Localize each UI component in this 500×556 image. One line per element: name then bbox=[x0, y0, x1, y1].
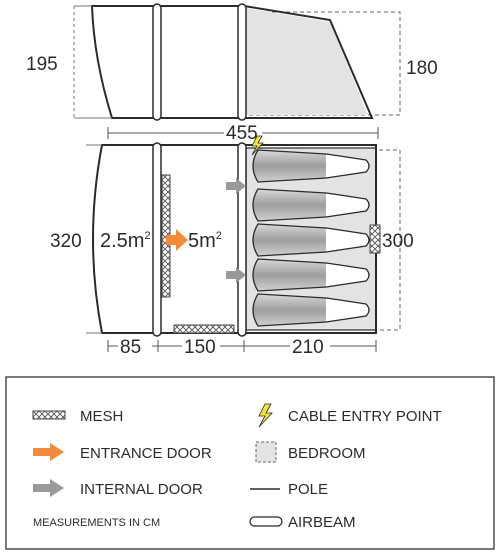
legend-entrance-door: ENTRANCE DOOR bbox=[80, 445, 212, 462]
dim-bedroom-width: 300 bbox=[382, 231, 414, 252]
bedroom-swatch-icon bbox=[255, 441, 277, 463]
internal-door-arrow-upper bbox=[226, 178, 246, 194]
dim-side-height-left: 195 bbox=[26, 54, 58, 75]
legend-internal-door: INTERNAL DOOR bbox=[80, 481, 203, 498]
dim-total-length: 455 bbox=[226, 123, 258, 144]
floor-pole-2 bbox=[237, 142, 247, 337]
dim-side-height-right: 180 bbox=[406, 58, 438, 79]
dim-length-living: 150 bbox=[184, 337, 216, 358]
side-elevation: 195 180 bbox=[26, 3, 438, 121]
floor-plan: 2.5m2 5m2 320 300 85 150 210 bbox=[50, 135, 414, 358]
porch-area-label: 2.5m2 bbox=[100, 230, 151, 252]
sleeping-bag bbox=[252, 293, 339, 327]
mesh-panel-right bbox=[369, 224, 381, 254]
sleeping-bags bbox=[252, 149, 370, 327]
side-tent-outline bbox=[90, 5, 374, 119]
legend-airbeam: AIRBEAM bbox=[288, 514, 356, 531]
sleeping-bag-tail bbox=[325, 192, 370, 218]
mesh-panel-bottom bbox=[173, 324, 235, 334]
sleeping-bag bbox=[252, 258, 339, 292]
total-length-dimension: 455 bbox=[107, 123, 379, 144]
legend-bedroom: BEDROOM bbox=[288, 445, 366, 462]
legend: MESH ENTRANCE DOOR INTERNAL DOOR MEASURE… bbox=[5, 376, 495, 550]
dim-length-porch: 85 bbox=[120, 337, 141, 358]
sleeping-bag-tail bbox=[325, 262, 370, 288]
side-bedroom-fill bbox=[246, 8, 368, 115]
sleeping-bag bbox=[252, 188, 339, 222]
legend-measurements-note: MEASUREMENTS IN CM bbox=[33, 517, 160, 529]
legend-pole: POLE bbox=[288, 481, 328, 498]
entrance-door-arrow bbox=[166, 229, 188, 251]
cable-entry-bolt-icon bbox=[251, 135, 264, 156]
sleeping-bag-tail bbox=[325, 153, 370, 179]
internal-door-arrow-lower bbox=[226, 267, 246, 283]
sleeping-bag-tail bbox=[325, 227, 370, 253]
legend-cable-entry: CABLE ENTRY POINT bbox=[288, 408, 442, 425]
legend-mesh: MESH bbox=[80, 408, 123, 425]
sleeping-bag bbox=[252, 149, 339, 183]
dim-floor-width-left: 320 bbox=[50, 231, 82, 252]
sleeping-bag-tail bbox=[325, 297, 370, 323]
airbeam-icon bbox=[249, 516, 283, 527]
sleeping-bag bbox=[252, 223, 339, 257]
entrance-arrow-icon bbox=[33, 443, 64, 461]
mesh-swatch-icon bbox=[32, 410, 66, 420]
side-pole-2 bbox=[237, 3, 247, 121]
cable-entry-icon bbox=[258, 403, 273, 428]
side-pole-1 bbox=[152, 3, 162, 121]
living-area-label: 5m2 bbox=[188, 230, 222, 252]
internal-arrow-icon bbox=[33, 479, 64, 497]
dim-length-bedroom: 210 bbox=[292, 337, 324, 358]
floor-pole-1 bbox=[152, 142, 162, 337]
